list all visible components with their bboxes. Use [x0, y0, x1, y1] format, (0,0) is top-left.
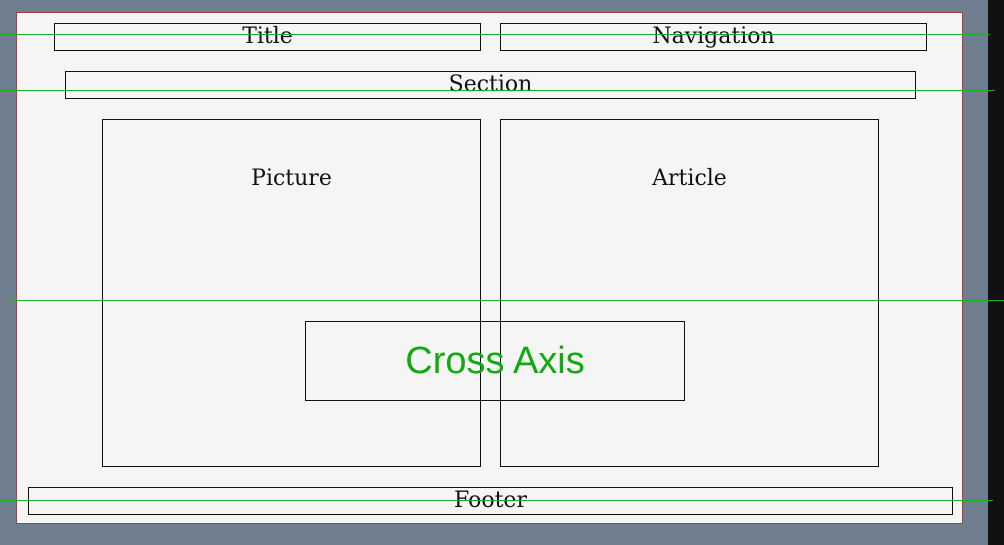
- navigation-box: Navigation: [500, 23, 927, 51]
- footer-label: Footer: [454, 488, 527, 513]
- navigation-label: Navigation: [652, 24, 775, 49]
- title-label: Title: [242, 24, 293, 49]
- picture-label: Picture: [251, 166, 332, 191]
- article-box: Article: [500, 119, 879, 467]
- footer-box: Footer: [28, 487, 953, 515]
- cross-axis-box: Cross Axis: [305, 321, 685, 401]
- guide-line-footer: [0, 500, 993, 501]
- right-edge-strip: [988, 0, 1004, 545]
- section-label: Section: [448, 72, 533, 97]
- guide-line-middle: [11, 300, 1004, 301]
- layout-frame: Title Navigation Section Picture Article…: [16, 12, 963, 524]
- picture-box: Picture: [102, 119, 481, 467]
- cross-axis-label: Cross Axis: [405, 340, 585, 382]
- title-box: Title: [54, 23, 481, 51]
- section-box: Section: [65, 71, 916, 99]
- guide-line-section: [0, 90, 995, 91]
- article-label: Article: [652, 166, 727, 191]
- guide-line-top: [0, 34, 990, 35]
